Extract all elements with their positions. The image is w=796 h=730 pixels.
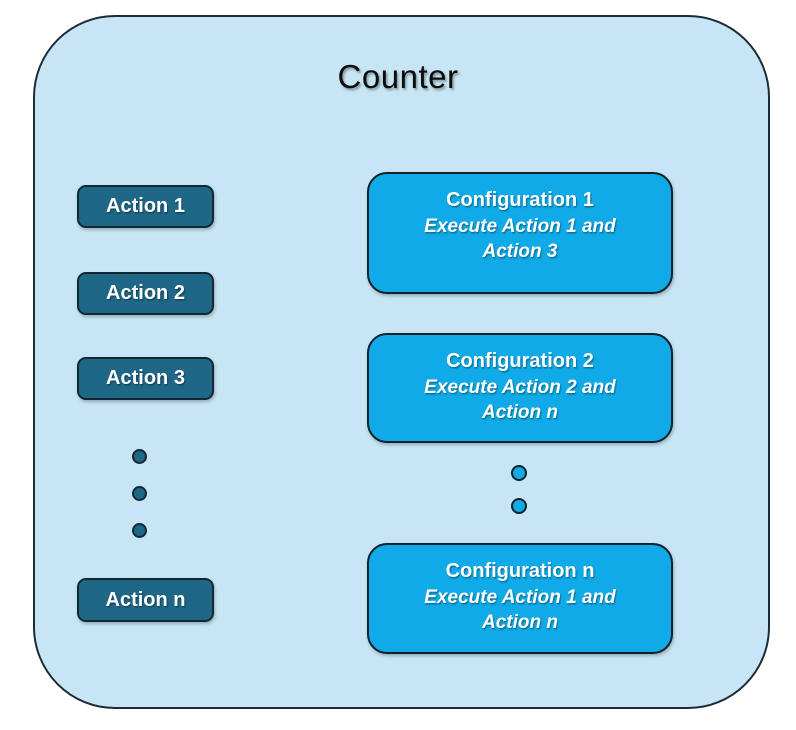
action-1-box: Action 1 xyxy=(77,185,214,228)
action-1-label: Action 1 xyxy=(106,195,185,217)
ellipsis-dot xyxy=(132,486,147,501)
ellipsis-dot xyxy=(132,449,147,464)
configurations-ellipsis xyxy=(511,465,527,514)
configuration-1-desc-line-2: Action 3 xyxy=(482,241,558,262)
configuration-1-card: Configuration 1 Execute Action 1 and Act… xyxy=(367,172,673,294)
action-3-box: Action 3 xyxy=(77,357,214,400)
action-3-label: Action 3 xyxy=(106,367,185,389)
diagram-title: Counter xyxy=(337,58,459,95)
action-n-label: Action n xyxy=(105,588,186,611)
actions-ellipsis xyxy=(132,449,147,538)
configuration-n-title: Configuration n xyxy=(445,560,595,582)
configuration-2-card: Configuration 2 Execute Action 2 and Act… xyxy=(367,333,673,443)
ellipsis-dot xyxy=(511,498,527,514)
configuration-n-desc-line-1: Execute Action 1 and xyxy=(424,587,616,608)
ellipsis-dot xyxy=(511,465,527,481)
action-2-label: Action 2 xyxy=(106,282,185,304)
configuration-2-desc-line-2: Action n xyxy=(482,402,558,423)
ellipsis-dot xyxy=(132,523,147,538)
configuration-1-desc-line-1: Execute Action 1 and xyxy=(424,216,616,237)
configuration-n-card: Configuration n Execute Action 1 and Act… xyxy=(367,543,673,654)
action-2-box: Action 2 xyxy=(77,272,214,315)
action-n-box: Action n xyxy=(77,578,214,622)
configuration-2-desc-line-1: Execute Action 2 and xyxy=(424,377,616,398)
configuration-n-desc-line-2: Action n xyxy=(482,612,558,633)
configuration-2-title: Configuration 2 xyxy=(446,350,594,372)
configuration-1-title: Configuration 1 xyxy=(446,189,594,211)
